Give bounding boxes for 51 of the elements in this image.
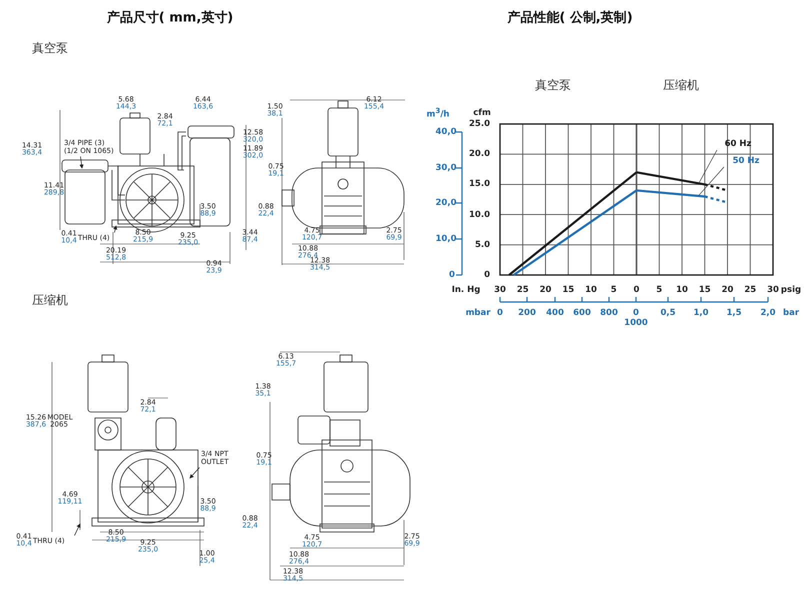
axis-tick-label: 15 <box>698 286 711 294</box>
axis-label: 400 <box>546 308 564 318</box>
section-heading: 压缩机 <box>32 294 68 306</box>
axis-label: 0 <box>633 308 639 318</box>
axis-label: mbar <box>466 308 490 318</box>
axis-tick-label: 15.0 <box>469 180 490 189</box>
axis-tick-label: 25.0 <box>469 120 490 128</box>
axis-label: 1000 <box>624 318 648 328</box>
axis-label: 20,0 <box>436 198 456 208</box>
axis-tick-label: 25 <box>744 286 756 294</box>
axis-label: cfm <box>473 108 491 118</box>
axis-label: 40,0 <box>436 128 456 136</box>
axis-tick-label: 5 <box>656 286 662 294</box>
axis-label: 10,0 <box>436 234 456 244</box>
axis-tick-label: 20.0 <box>469 150 490 158</box>
leader-line <box>79 156 84 169</box>
axis-label: 0 <box>449 270 455 280</box>
page-heading: 产品尺寸( mm,英寸) <box>106 12 234 24</box>
page-heading: 产品性能( 公制,英制) <box>507 12 633 24</box>
axis-tick-label: 5 <box>610 286 617 294</box>
axis-label: 800 <box>600 308 618 318</box>
axis-tick-label: 30 <box>494 286 506 294</box>
axis-tick-label: 5.0 <box>474 240 490 250</box>
axis-tick-label: 20 <box>540 286 552 294</box>
axis-tick-label: 20 <box>722 286 734 294</box>
chart-column-heading: 压缩机 <box>663 79 699 91</box>
leader-line <box>190 467 200 479</box>
axis-tick-label: 10.0 <box>469 210 490 219</box>
axis-label: 0,5 <box>660 308 676 318</box>
axis-label: 2,0 <box>760 308 776 318</box>
axis-tick-label: 10 <box>676 286 688 294</box>
axis-tick-label: 0 <box>634 286 640 294</box>
chart-column-heading: 真空泵 <box>535 79 571 91</box>
axis-label: psig <box>780 286 802 294</box>
leader-line <box>113 225 118 233</box>
axis-label: 200 <box>518 308 536 318</box>
axis-label: m$^{3}$/h <box>426 106 450 120</box>
axis-label: In. Hg <box>452 286 480 294</box>
axis-label: 0 <box>497 308 503 318</box>
axis-label: 1,5 <box>726 308 742 318</box>
axis-tick-label: 30 <box>767 286 779 294</box>
axis-label: 1,0 <box>693 308 709 318</box>
axis-label: bar <box>783 308 799 318</box>
axis-tick-label: 25 <box>516 286 529 294</box>
axis-label: 30,0 <box>436 164 456 172</box>
axis-tick-label: 10 <box>585 286 597 294</box>
leader-line <box>74 523 80 536</box>
axis-tick-label: 15 <box>562 286 574 294</box>
axis-tick-label: 0 <box>484 270 490 280</box>
axis-label: 600 <box>573 308 591 318</box>
section-heading: 真空泵 <box>32 42 68 54</box>
